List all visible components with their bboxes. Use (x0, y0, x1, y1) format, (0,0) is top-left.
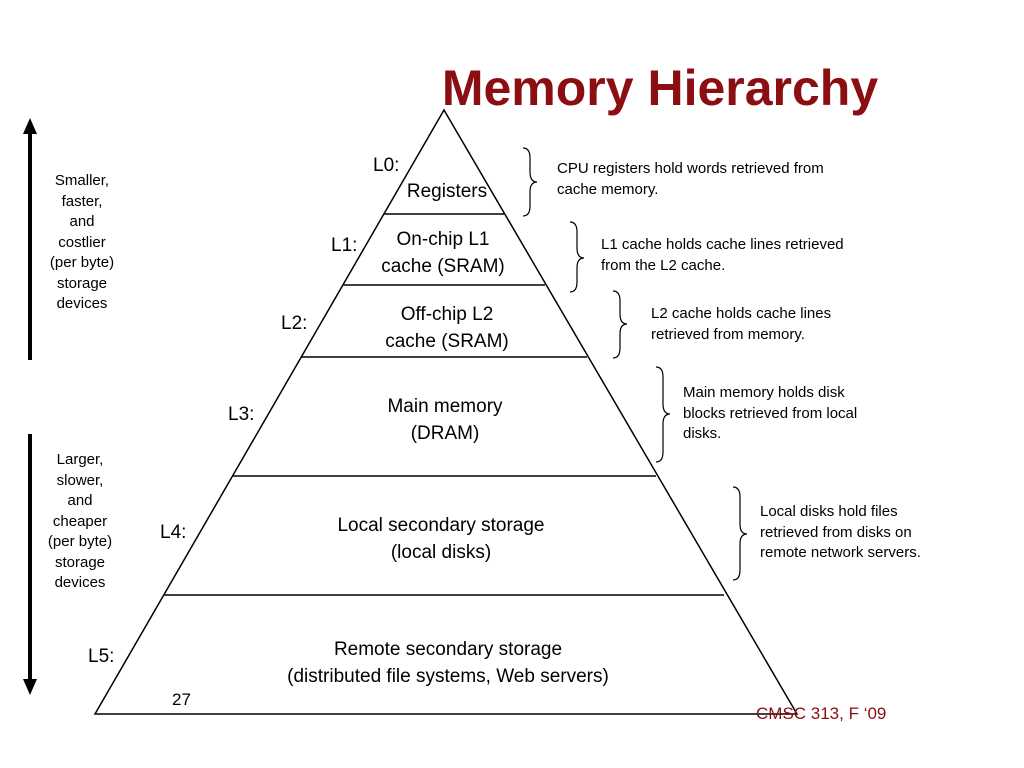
up-arrow-icon (23, 118, 37, 360)
side-caption-line: devices (56, 295, 108, 312)
side-caption-line: cheaper (52, 512, 108, 530)
tier-line: cache (SRAM) (381, 256, 505, 277)
side-caption-line: costlier (58, 233, 106, 251)
tier-line: On-chip L1 (396, 229, 490, 250)
tier-l0-text: Registers (367, 178, 527, 205)
tier-line: Main memory (387, 396, 503, 417)
note-l2: L2 cache holds cache lines retrieved fro… (651, 304, 911, 345)
side-caption-top: Smaller, faster, and costlier (per byte)… (32, 171, 132, 315)
brace-l4 (732, 486, 748, 581)
side-caption-line: and (69, 213, 95, 230)
brace-l0 (522, 147, 538, 217)
level-label-l0: L0: (373, 155, 400, 176)
note-l0: CPU registers hold words retrieved from … (557, 159, 887, 200)
note-line: retrieved from memory. (651, 325, 805, 343)
side-caption-line: (per byte) (47, 533, 113, 550)
down-arrow-icon (23, 434, 37, 695)
course-footer: CMSC 313, F ‘09 (756, 704, 887, 723)
side-caption-line: and (67, 492, 93, 509)
pyramid-outline (93, 108, 799, 715)
side-caption-line: storage (54, 553, 106, 571)
side-caption-line: faster, (61, 192, 103, 210)
side-caption-line: Smaller, (54, 172, 110, 189)
level-label-l4: L4: (160, 522, 187, 543)
note-line: L2 cache holds cache lines (651, 305, 832, 322)
side-caption-line: devices (54, 574, 106, 591)
brace-l2 (612, 290, 628, 359)
tier-l3-text: Main memory (DRAM) (325, 393, 565, 447)
tier-line: Local secondary storage (337, 515, 545, 536)
level-label-l5: L5: (88, 646, 115, 667)
note-line: L1 cache holds cache lines retrieved (601, 236, 844, 253)
note-line: blocks retrieved from local (683, 404, 858, 422)
side-caption-line: (per byte) (49, 254, 115, 271)
note-line: Main memory holds disk (683, 384, 845, 401)
slide-title: Memory Hierarchy (441, 60, 879, 116)
note-l1: L1 cache holds cache lines retrieved fro… (601, 235, 901, 276)
level-label-l1: L1: (331, 235, 358, 256)
note-line: from the L2 cache. (601, 256, 726, 274)
page-number: 27 (172, 690, 191, 709)
tier-l2-text: Off-chip L2 cache (SRAM) (347, 301, 547, 355)
note-line: remote network servers. (760, 544, 921, 561)
tier-line: (DRAM) (410, 423, 480, 444)
tier-line: (distributed file systems, Web servers) (287, 666, 609, 687)
note-line: retrieved from disks on (760, 523, 912, 541)
level-label-l3: L3: (228, 404, 255, 425)
side-caption-line: storage (56, 274, 108, 292)
tier-line: Registers (406, 181, 488, 202)
note-l4: Local disks hold files retrieved from di… (760, 502, 1000, 564)
note-line: disks. (683, 425, 722, 442)
level-label-l2: L2: (281, 313, 308, 334)
side-caption-bottom: Larger, slower, and cheaper (per byte) s… (30, 450, 130, 594)
tier-line: (local disks) (390, 542, 492, 563)
tier-l5-text: Remote secondary storage (distributed fi… (228, 636, 668, 690)
brace-l3 (655, 366, 671, 463)
tier-l1-text: On-chip L1 cache (SRAM) (343, 226, 543, 280)
tier-line: cache (SRAM) (385, 331, 509, 352)
note-l3: Main memory holds disk blocks retrieved … (683, 383, 943, 445)
note-line: CPU registers hold words retrieved from (557, 160, 824, 177)
side-caption-line: Larger, (56, 451, 104, 468)
tier-line: Off-chip L2 (400, 304, 494, 325)
tier-l4-text: Local secondary storage (local disks) (291, 512, 591, 566)
note-line: cache memory. (557, 180, 659, 198)
side-caption-line: slower, (56, 471, 104, 489)
brace-l1 (569, 221, 585, 293)
note-line: Local disks hold files (760, 503, 898, 520)
tier-line: Remote secondary storage (333, 639, 563, 660)
